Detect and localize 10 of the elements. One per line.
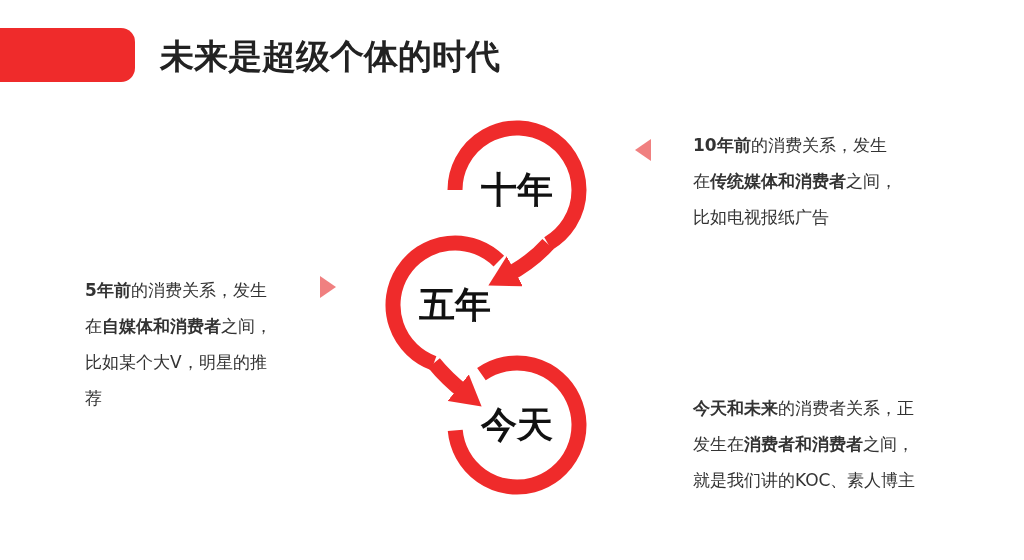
description-text: 5年前的消费关系，发生在自媒体和消费者之间，比如某个大V，明星的推荐 (85, 272, 278, 416)
ring-label: 五年 (419, 282, 491, 327)
description-text: 10年前的消费关系，发生在传统媒体和消费者之间，比如电视报纸广告 (693, 127, 903, 235)
ring-label: 今天 (481, 402, 553, 447)
curved-arrow (488, 238, 554, 287)
curved-arrow (428, 358, 482, 407)
slide-title: 未来是超级个体的时代 (160, 35, 500, 78)
ring-node (447, 355, 587, 495)
ring-label: 十年 (481, 167, 553, 212)
description-text: 今天和未来的消费者关系，正发生在消费者和消费者之间，就是我们讲的KOC、素人博主 (693, 390, 920, 498)
